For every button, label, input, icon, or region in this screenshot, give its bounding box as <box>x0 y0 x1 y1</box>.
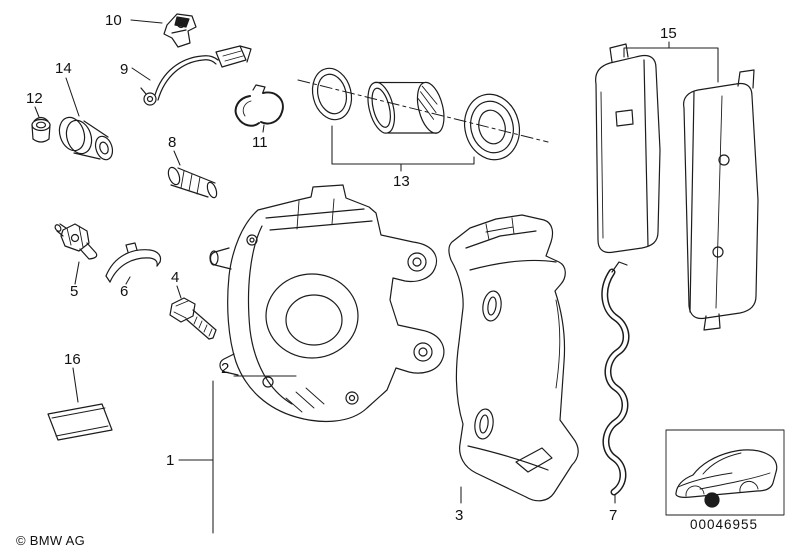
guide-slot <box>474 408 494 440</box>
car-icon <box>675 449 778 498</box>
callout-12[interactable]: 12 <box>26 90 43 107</box>
callout-2[interactable]: 2 <box>221 360 229 377</box>
callout-3[interactable]: 3 <box>455 507 463 524</box>
guide-slot <box>482 290 502 322</box>
retaining-clip-drawing <box>234 84 284 127</box>
spring-clip-drawing <box>105 242 162 283</box>
caliper-bolt-drawing <box>169 297 217 340</box>
brake-caliper-drawing <box>209 184 445 422</box>
sensor-cable-drawing <box>140 45 252 106</box>
callout-5[interactable]: 5 <box>70 283 78 300</box>
copyright: © BMW AG <box>16 533 85 548</box>
callout-6[interactable]: 6 <box>120 283 128 300</box>
callout-10[interactable]: 10 <box>105 12 122 29</box>
guide-bushing-drawing <box>58 116 114 161</box>
mounting-hole <box>413 342 433 362</box>
reference-thumbnail: 00046955 <box>665 429 785 532</box>
callout-14[interactable]: 14 <box>55 60 72 77</box>
callout-15[interactable]: 15 <box>660 25 677 42</box>
reference-dot <box>704 492 720 508</box>
callout-1[interactable]: 1 <box>166 452 174 469</box>
callout-11[interactable]: 11 <box>252 134 268 151</box>
callout-16[interactable]: 16 <box>64 351 81 368</box>
callout-13[interactable]: 13 <box>393 173 410 190</box>
bleeder-valve-drawing <box>54 223 98 260</box>
caliper-carrier-drawing <box>448 214 579 502</box>
callout-7[interactable]: 7 <box>609 507 617 524</box>
piston-seals-drawing <box>297 67 549 161</box>
guide-pin-drawing <box>167 166 218 199</box>
reference-number: 00046955 <box>690 517 758 532</box>
banjo-bolt-hole <box>345 391 359 405</box>
callout-4[interactable]: 4 <box>171 269 179 286</box>
mounting-hole <box>407 252 427 272</box>
callout-9[interactable]: 9 <box>120 61 128 78</box>
brake-pads-drawing <box>595 43 759 331</box>
sensor-holder-drawing <box>163 13 197 48</box>
anti-rattle-spring-drawing <box>601 261 630 496</box>
bushing-cap-drawing <box>31 116 51 143</box>
callout-8[interactable]: 8 <box>168 134 176 151</box>
grease-packet-drawing <box>47 403 113 441</box>
